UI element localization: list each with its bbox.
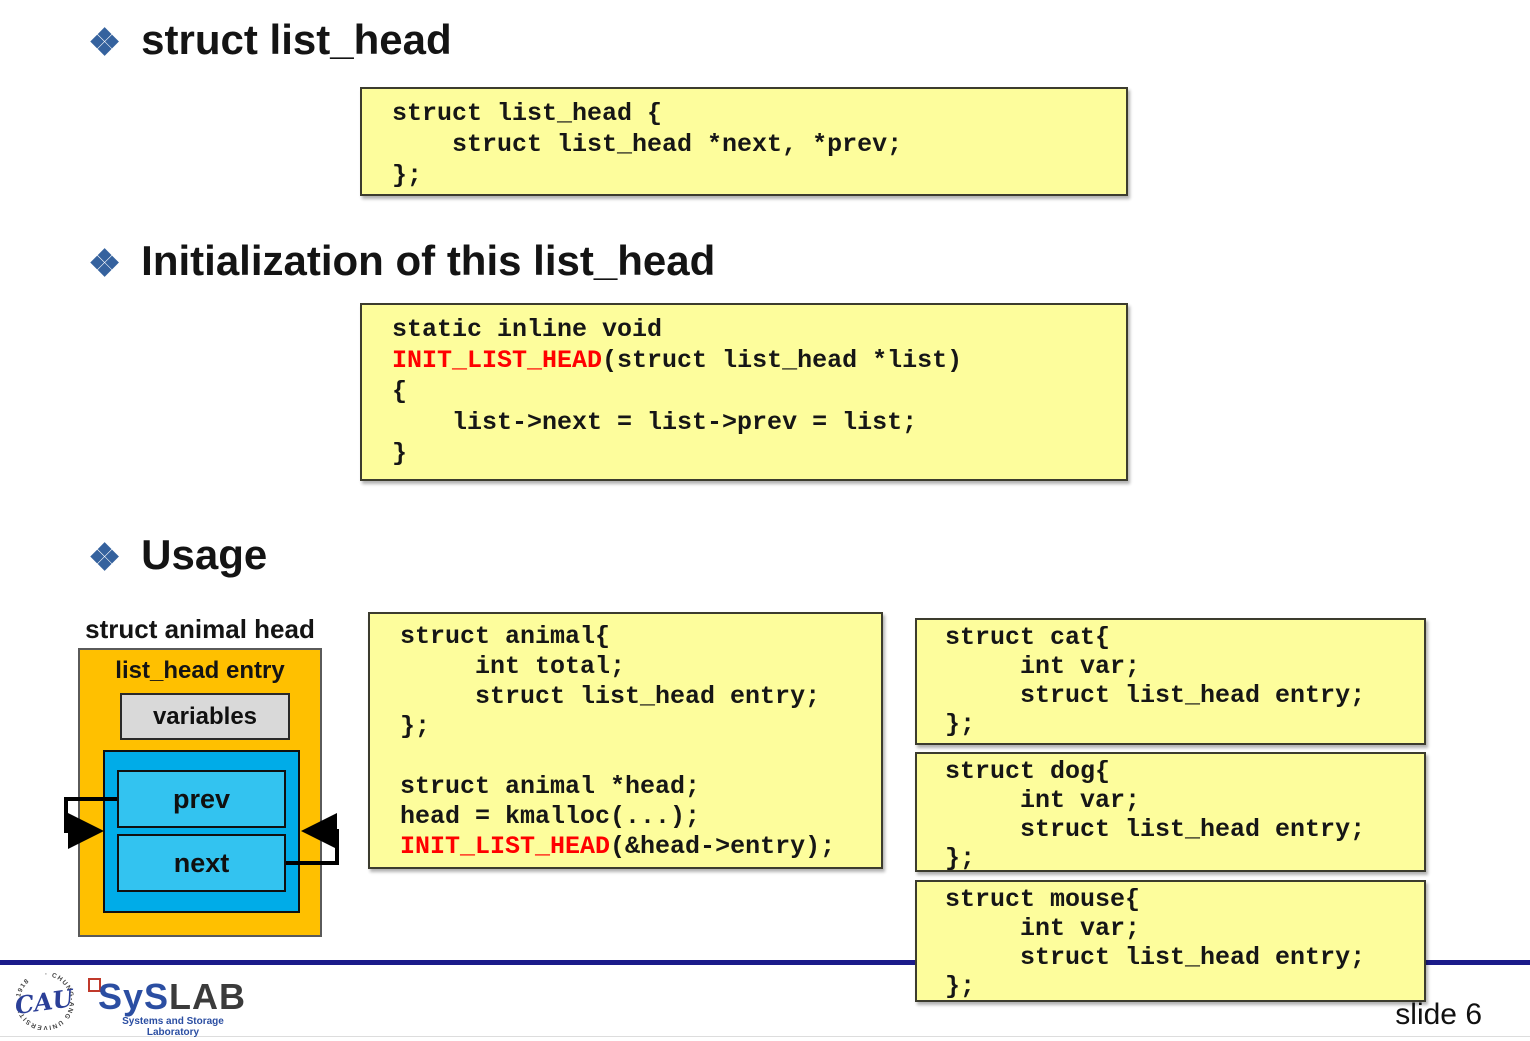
footer-logo: · CHUNG-ANG UNIVERSITY · 1918 CAU SySLAB… xyxy=(14,970,254,1038)
subtitle-line2: Laboratory xyxy=(146,1027,200,1038)
prev-cell: prev xyxy=(117,770,286,828)
heading-text: Initialization of this list_head xyxy=(141,237,716,284)
list-head-entry-label: list_head entry xyxy=(115,657,285,684)
brand-subtitle: Systems and Storage Laboratory xyxy=(98,1016,248,1038)
next-cell: next xyxy=(117,834,286,892)
code-box-cat: struct cat{ int var; struct list_head en… xyxy=(915,618,1426,745)
code-box-mouse: struct mouse{ int var; struct list_head … xyxy=(915,880,1426,1002)
subtitle-line1: Systems and Storage xyxy=(122,1016,224,1027)
heading-struct-list-head: ❖ struct list_head xyxy=(88,16,452,64)
logo-red-square xyxy=(88,978,101,992)
variables-box: variables xyxy=(120,693,290,740)
next-label: next xyxy=(173,847,230,878)
brand-secondary: LAB xyxy=(169,976,247,1017)
code-box-list-head-def: struct list_head { struct list_head *nex… xyxy=(360,87,1128,196)
prev-label: prev xyxy=(172,783,231,814)
heading-initialization: ❖ Initialization of this list_head xyxy=(88,237,715,285)
code-box-dog: struct dog{ int var; struct list_head en… xyxy=(915,752,1426,872)
variables-label: variables xyxy=(152,702,258,730)
diamond-bullet-icon: ❖ xyxy=(88,242,122,284)
brand-name: SySLAB xyxy=(98,976,246,1018)
heading-text: Usage xyxy=(141,531,268,578)
code-box-animal-usage: struct animal{ int total; struct list_he… xyxy=(368,612,883,869)
cau-emblem-icon: · CHUNG-ANG UNIVERSITY · 1918 CAU xyxy=(16,972,74,1030)
diamond-bullet-icon: ❖ xyxy=(88,536,122,578)
heading-usage: ❖ Usage xyxy=(88,531,267,579)
brand-primary: SyS xyxy=(98,976,170,1017)
diamond-bullet-icon: ❖ xyxy=(88,21,122,63)
slide-edge xyxy=(0,1036,1530,1037)
footer-divider-line xyxy=(0,960,1530,965)
diagram-title: struct animal head xyxy=(85,614,315,644)
heading-text: struct list_head xyxy=(141,16,452,63)
slide-number: slide 6 xyxy=(1395,998,1482,1031)
